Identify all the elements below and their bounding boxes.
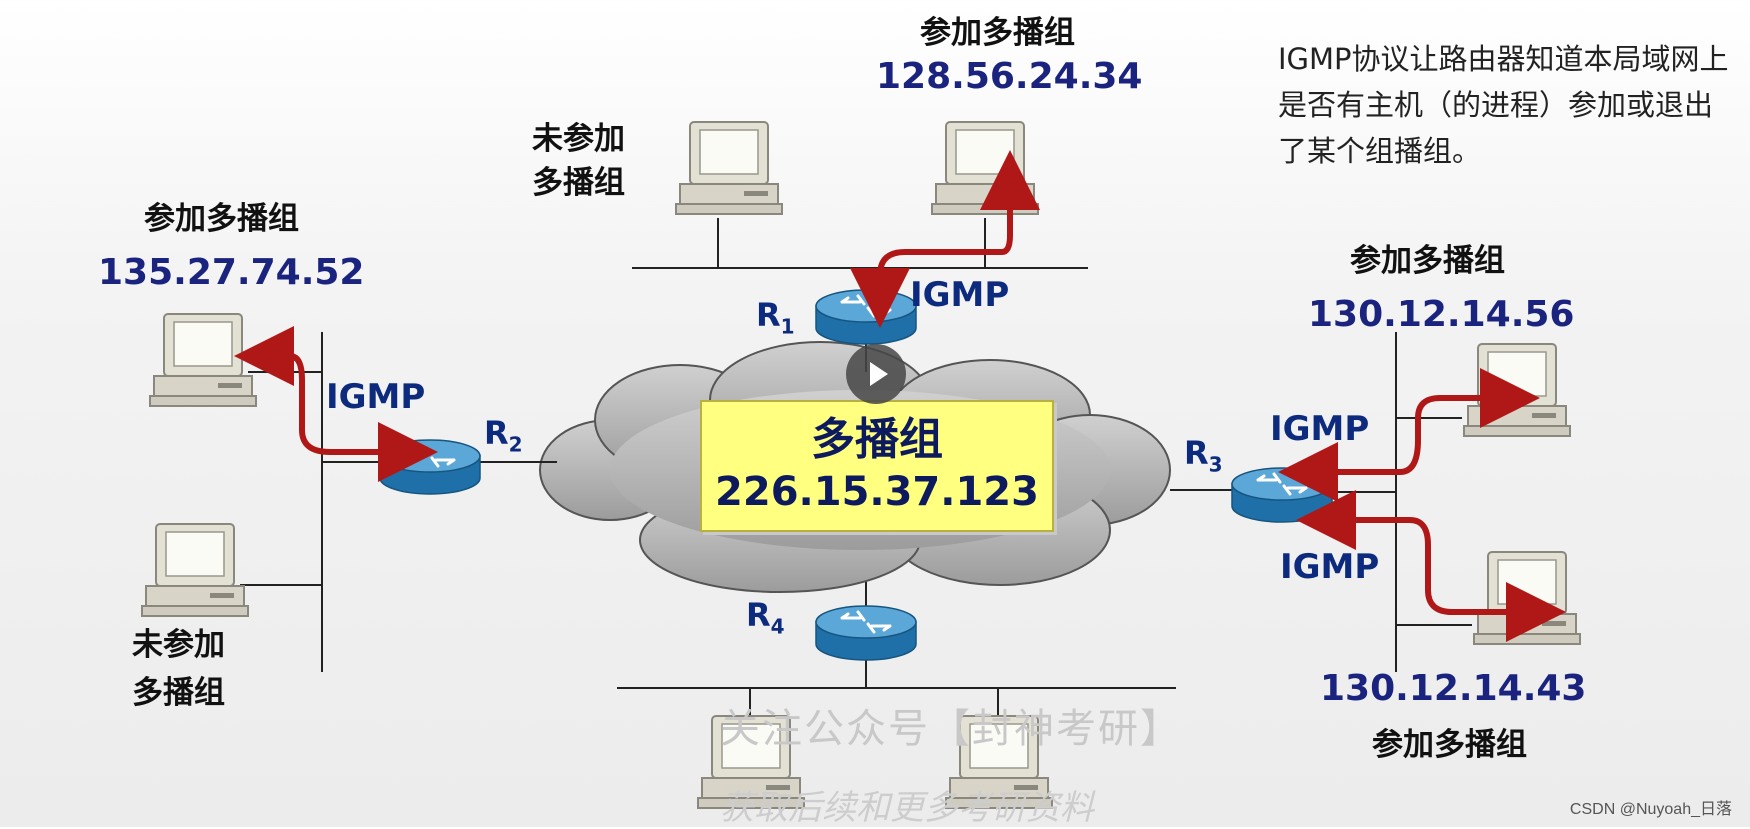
igmp-label-r3-top: IGMP	[1270, 409, 1370, 449]
igmp-explanation: IGMP协议让路由器知道本局域网上是否有主机（的进程）参加或退出了某个组播组。	[1278, 42, 1729, 168]
watermark-line1: 关注公众号【封神考研】	[720, 706, 1182, 752]
play-button[interactable]	[846, 344, 906, 404]
left-joined-ip: 135.27.74.52	[98, 252, 365, 293]
igmp-label-r1: IGMP	[910, 275, 1010, 315]
csdn-credit: CSDN @Nuyoah_日落	[1569, 801, 1732, 818]
top-joined-ip: 128.56.24.34	[876, 56, 1143, 97]
watermark-line2: 获取后续和更多考研资料	[720, 788, 1094, 828]
right-joined-1-ip: 130.12.14.56	[1308, 294, 1575, 335]
top-not-joined-status-2: 多播组	[532, 165, 625, 201]
multicast-group-box: 多播组 226.15.37.123	[700, 400, 1054, 532]
router-r4	[814, 604, 918, 662]
host-left-not-joined	[141, 523, 249, 617]
igmp-arrow-r3-bottom	[1296, 490, 1566, 642]
multicast-group-address: 226.15.37.123	[715, 469, 1039, 515]
left-not-joined-status-1: 未参加	[132, 627, 225, 663]
igmp-label-r2: IGMP	[326, 377, 426, 417]
top-joined-status: 参加多播组	[920, 15, 1075, 51]
host-top-not-joined	[675, 121, 783, 215]
top-not-joined-status-1: 未参加	[532, 121, 625, 157]
host-left-joined	[149, 313, 257, 407]
right-joined-1-status: 参加多播组	[1350, 243, 1505, 279]
router-r3	[1230, 466, 1334, 524]
router-r3-label: R3	[1184, 434, 1223, 477]
multicast-group-title: 多播组	[811, 414, 943, 465]
igmp-arrow-r3-top	[1278, 368, 1540, 502]
host-right-joined-1	[1463, 343, 1571, 437]
router-r4-label: R4	[746, 596, 785, 639]
right-joined-2-status: 参加多播组	[1372, 727, 1527, 763]
host-top-joined	[931, 121, 1039, 215]
igmp-arrow-r1	[850, 150, 1040, 328]
left-not-joined-status-2: 多播组	[132, 675, 225, 711]
igmp-arrows	[234, 150, 1566, 642]
left-joined-status: 参加多播组	[144, 201, 299, 237]
host-right-joined-2	[1473, 551, 1581, 645]
router-r1	[814, 288, 918, 346]
right-joined-2-ip: 130.12.14.43	[1320, 668, 1587, 709]
router-r2-label: R2	[484, 414, 523, 457]
router-r1-label: R1	[756, 296, 795, 339]
router-r2	[378, 438, 482, 496]
igmp-arrow-r2	[234, 326, 438, 482]
igmp-label-r3-bottom: IGMP	[1280, 547, 1380, 587]
